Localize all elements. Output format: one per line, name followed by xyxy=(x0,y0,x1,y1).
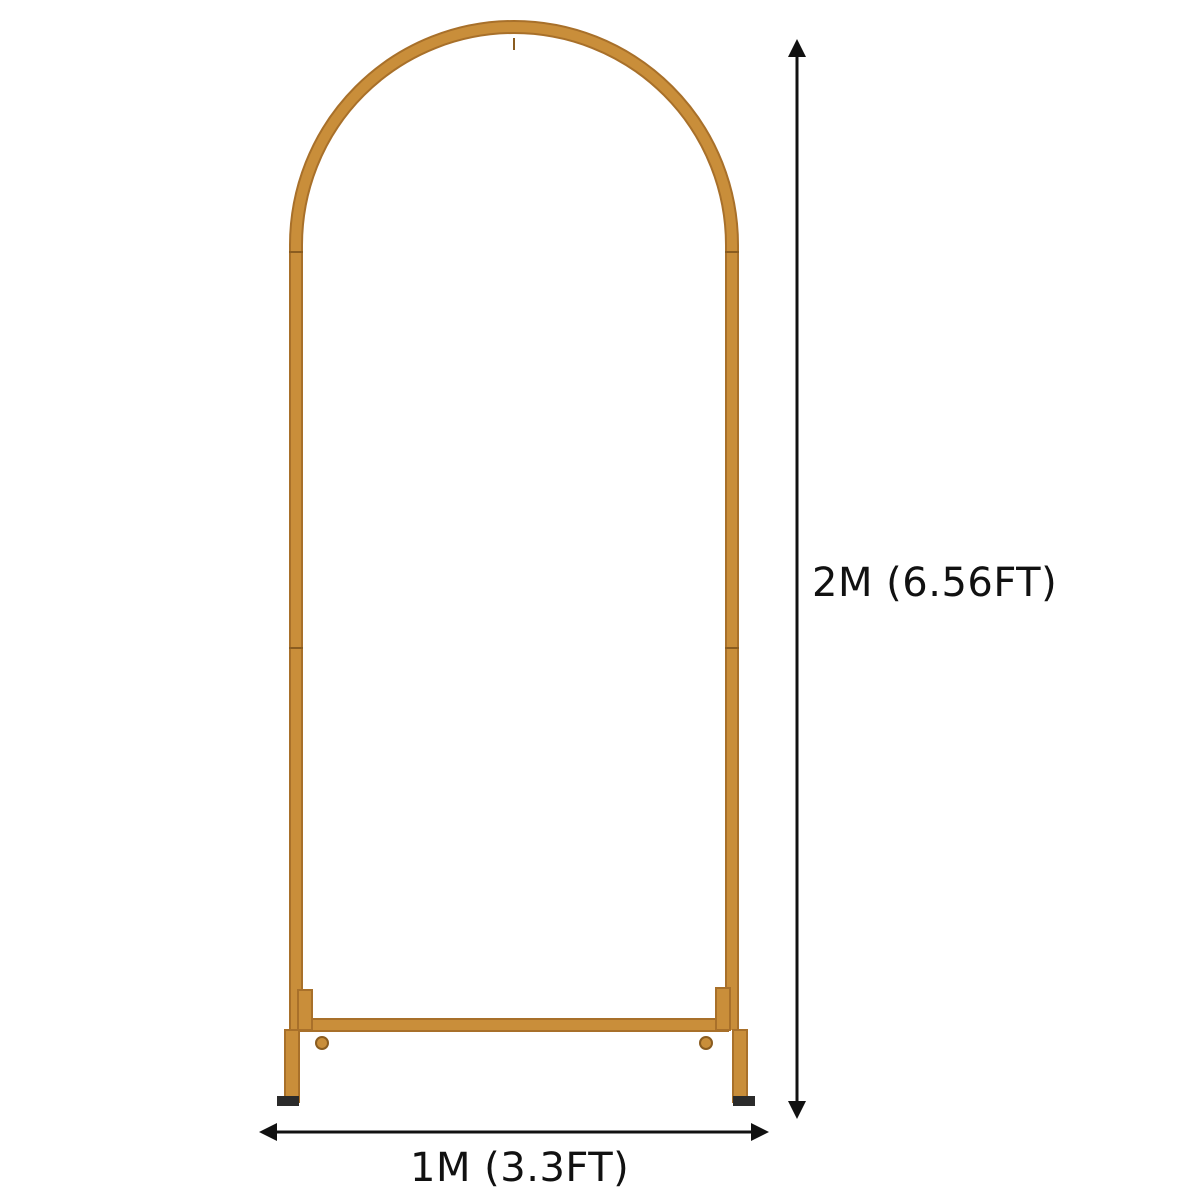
arch-base xyxy=(277,987,755,1106)
left-foot-leg xyxy=(284,1029,300,1103)
right-foot-leg xyxy=(732,1029,748,1103)
right-foot-cap xyxy=(733,1096,755,1106)
arch-tube-shadow xyxy=(289,20,739,1030)
arch-tube xyxy=(291,22,737,1030)
base-crossbar xyxy=(299,1018,729,1032)
left-foot-upright xyxy=(297,989,313,1031)
width-dimension-label: 1M (3.3FT) xyxy=(410,1145,630,1191)
height-dimension-label: 2M (6.56FT) xyxy=(812,560,1058,606)
arch-frame xyxy=(289,20,739,1030)
left-wing-nut xyxy=(315,1036,329,1050)
left-foot-cap xyxy=(277,1096,299,1106)
right-foot-upright xyxy=(715,987,731,1031)
right-wing-nut xyxy=(699,1036,713,1050)
